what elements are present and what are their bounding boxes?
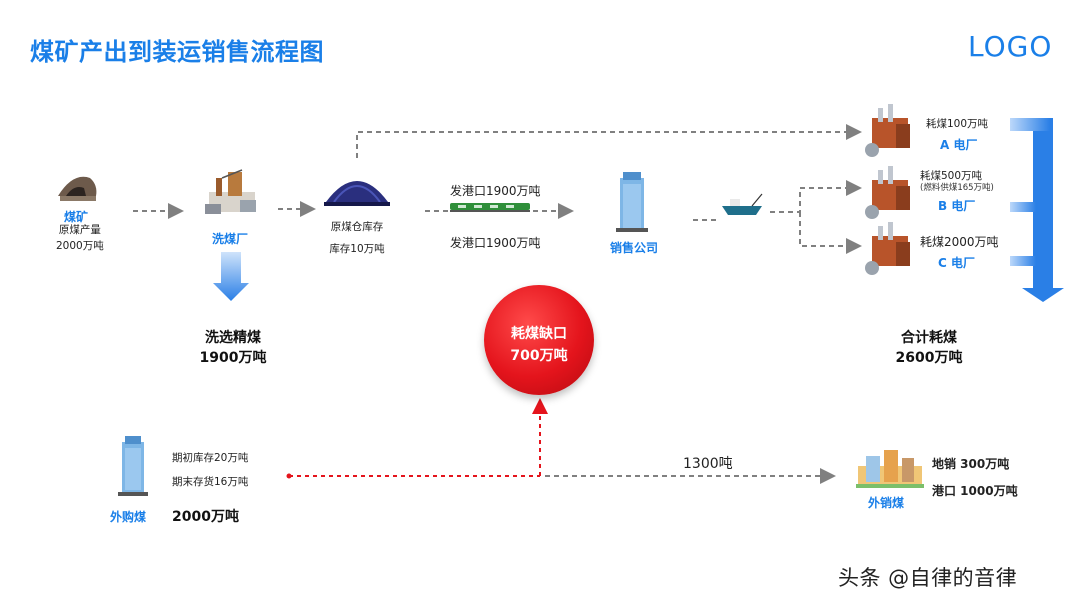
port-bottom-label: 发港口1900万吨 xyxy=(450,236,541,250)
plant-b-note: (燃料供煤165万吨) xyxy=(920,183,994,193)
external-sale-label: 外销煤 xyxy=(868,496,905,510)
purchase-label: 外购煤 xyxy=(110,510,147,524)
plant-b-consumption: 耗煤500万吨 xyxy=(920,170,983,182)
flow-amount: 1300吨 xyxy=(683,456,733,472)
plant-c-consumption: 耗煤2000万吨 xyxy=(920,235,999,249)
power-plant-a-icon xyxy=(865,104,910,157)
blue-bracket-arrow xyxy=(1010,118,1064,302)
total-line2: 2600万吨 xyxy=(895,350,963,366)
warehouse-line1: 原煤仓库存 xyxy=(330,221,384,233)
wash-plant-label: 洗煤厂 xyxy=(212,232,249,246)
plant-a-name: A 电厂 xyxy=(940,138,978,152)
power-plant-c-icon xyxy=(865,222,910,275)
plant-c-name: C 电厂 xyxy=(938,256,975,270)
gap-line1: 耗煤缺口 xyxy=(511,326,567,342)
power-plant-b-icon xyxy=(865,166,910,219)
watermark: 头条 @自律的音律 xyxy=(838,566,1018,590)
purchase-initial: 期初库存20万吨 xyxy=(172,452,249,464)
page-title: 煤矿产出到装运销售流程图 xyxy=(30,38,324,66)
wash-plant-icon xyxy=(205,169,256,214)
port-top-label: 发港口1900万吨 xyxy=(450,184,541,198)
blue-down-arrow xyxy=(213,252,249,301)
mine-output: 原煤产量 2000万吨 xyxy=(56,222,104,254)
mine-line1: 原煤产量 xyxy=(58,224,101,236)
external-sale-port: 港口 1000万吨 xyxy=(932,484,1018,498)
plant-b-info: 耗煤500万吨 (燃料供煤165万吨) B 电厂 xyxy=(920,170,1010,214)
total-line1: 合计耗煤 xyxy=(901,330,957,346)
gap-circle: 耗煤缺口 700万吨 xyxy=(484,285,594,395)
purchase-building-icon xyxy=(118,436,148,496)
purchase-amount: 2000万吨 xyxy=(172,509,239,525)
wash-result-line1: 洗选精煤 xyxy=(205,330,261,346)
purchase-ending: 期末存货16万吨 xyxy=(172,476,249,488)
external-sale-town-icon xyxy=(856,450,924,488)
arrow-warehouse-to-plant-a xyxy=(356,124,862,158)
wash-result-line2: 1900万吨 xyxy=(199,350,267,366)
ship-icon xyxy=(722,193,763,215)
plant-a-consumption: 耗煤100万吨 xyxy=(926,118,989,130)
wash-result: 洗选精煤 1900万吨 xyxy=(190,328,276,368)
train-icon xyxy=(450,203,530,212)
plant-c-info: 耗煤2000万吨 C 电厂 xyxy=(920,233,1010,271)
arrow-branch-to-plant-c xyxy=(799,212,862,254)
warehouse-line2: 库存10万吨 xyxy=(329,243,385,255)
mine-line2: 2000万吨 xyxy=(56,240,104,252)
sales-building-icon xyxy=(616,172,648,232)
warehouse-info: 原煤仓库存 库存10万吨 xyxy=(322,219,392,257)
mine-icon xyxy=(58,176,97,201)
total-consumption: 合计耗煤 2600万吨 xyxy=(884,328,974,368)
plant-b-name: B 电厂 xyxy=(938,199,976,213)
plant-a-info: 耗煤100万吨 A 电厂 xyxy=(926,116,1006,153)
arrow-branch-to-plant-b xyxy=(770,180,862,213)
warehouse-dome-icon xyxy=(324,181,390,206)
external-sale-local: 地销 300万吨 xyxy=(932,457,1010,471)
sales-company-label: 销售公司 xyxy=(610,241,659,255)
mine-label: 煤矿 xyxy=(64,210,89,224)
logo: LOGO xyxy=(968,30,1053,63)
gap-line2: 700万吨 xyxy=(510,348,568,364)
